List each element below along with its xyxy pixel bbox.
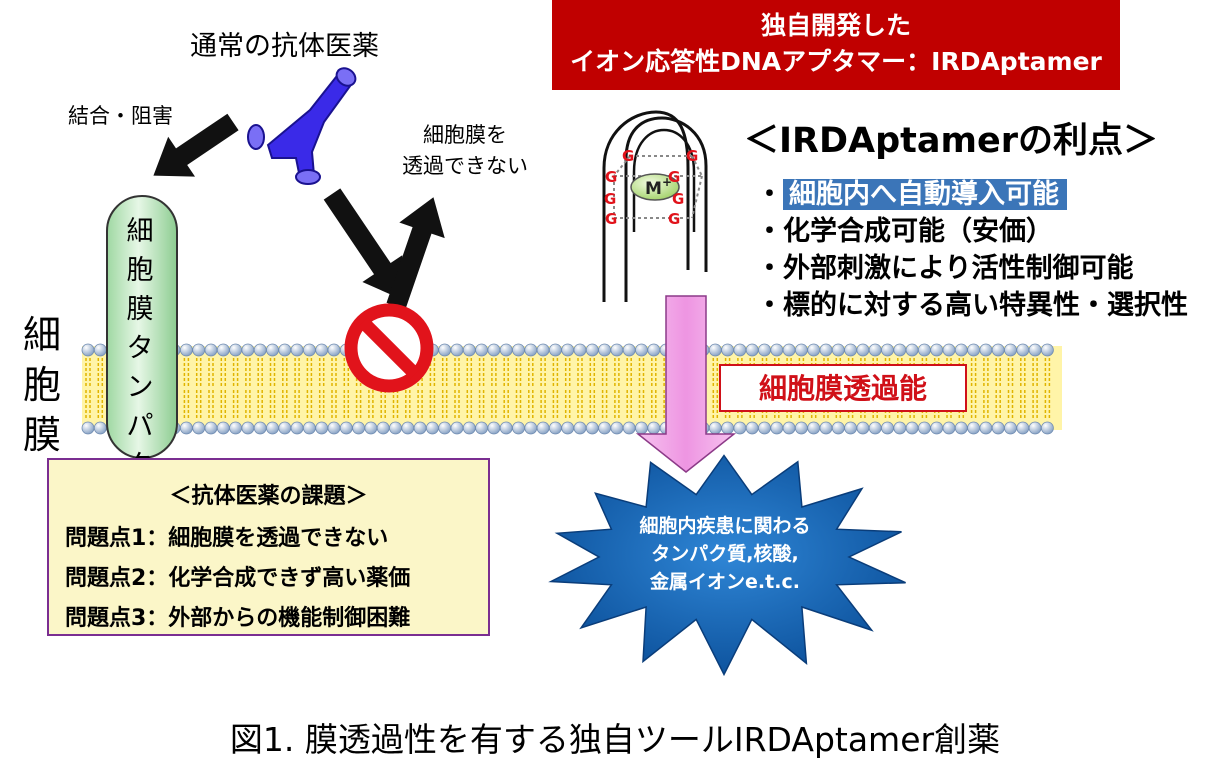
irdaptamer-banner: 独自開発した イオン応答性DNAアプタマー：IRDAptamer bbox=[552, 0, 1120, 90]
list-item: ・化学合成可能（安価） bbox=[756, 213, 1188, 250]
issues-title: ＜抗体医薬の課題＞ bbox=[169, 484, 368, 509]
protein-char: ン bbox=[126, 372, 154, 403]
protein-char: タ bbox=[126, 333, 154, 364]
protein-char: パ bbox=[126, 411, 154, 442]
advantage-text: 化学合成可能（安価） bbox=[783, 216, 1053, 247]
target-starburst bbox=[548, 454, 906, 677]
g-label: G bbox=[668, 210, 680, 228]
g-label: G bbox=[605, 168, 617, 186]
advantage-text: 標的に対する高い特異性・選択性 bbox=[783, 290, 1188, 321]
issue-item: 問題点1：細胞膜を透過できない bbox=[65, 526, 389, 551]
figure-caption: 図1. 膜透過性を有する独自ツールIRDAptamer創薬 bbox=[229, 720, 1001, 759]
arrow-up bbox=[386, 197, 445, 310]
permeation-arrow bbox=[635, 295, 737, 473]
bullet: ・ bbox=[756, 179, 783, 210]
aptamer-structure-icon bbox=[602, 110, 708, 302]
list-item: ・外部刺激により活性制御可能 bbox=[756, 250, 1188, 287]
issue-item: 問題点3：外部からの機能制御困難 bbox=[65, 606, 411, 631]
list-item: ・細胞内へ自動導入可能 bbox=[756, 176, 1188, 213]
protein-char: 膜 bbox=[126, 294, 154, 325]
target-description: 細胞内疾患に関わる タンパク質,核酸, 金属イオンe.t.c. bbox=[590, 512, 860, 596]
advantages-list: ・細胞内へ自動導入可能 ・化学合成可能（安価） ・外部刺激により活性制御可能 ・… bbox=[756, 176, 1188, 324]
membrane-permeability-box: 細胞膜透過能 bbox=[719, 364, 967, 412]
metal-ion-icon bbox=[630, 173, 680, 201]
advantage-text: 外部刺激により活性制御可能 bbox=[783, 253, 1134, 284]
g-label: G bbox=[622, 147, 634, 165]
advantages-title: ＜IRDAptamerの利点＞ bbox=[744, 121, 1158, 161]
arrow-bind bbox=[153, 113, 239, 177]
membrane-char: 膜 bbox=[22, 413, 61, 457]
cannot-pass-line2: 透過できない bbox=[402, 154, 528, 178]
bullet: ・ bbox=[756, 253, 783, 284]
cannot-pass-label: 細胞膜を 透過できない bbox=[380, 120, 550, 182]
target-line2: タンパク質,核酸, bbox=[651, 543, 799, 565]
metal-ion-label: M bbox=[645, 179, 662, 199]
target-line3: 金属イオンe.t.c. bbox=[650, 571, 800, 593]
g-label: G bbox=[605, 210, 617, 228]
guanine-labels: G G G G G G G G bbox=[604, 147, 698, 228]
g-label: G bbox=[668, 168, 680, 186]
target-line1: 細胞内疾患に関わる bbox=[639, 515, 811, 537]
antibody-icon bbox=[247, 67, 357, 185]
antibody-title: 通常の抗体医薬 bbox=[190, 31, 379, 62]
bind-inhibit-label: 結合・阻害 bbox=[68, 104, 173, 128]
g-label: G bbox=[686, 147, 698, 165]
prohibited-icon bbox=[344, 303, 434, 393]
g-label: G bbox=[672, 190, 684, 208]
protein-char: 胞 bbox=[126, 255, 154, 286]
banner-line2: イオン応答性DNAアプタマー：IRDAptamer bbox=[570, 47, 1102, 76]
membrane-char: 細 bbox=[22, 313, 61, 357]
metal-ion-charge: + bbox=[662, 175, 672, 189]
protein-char: 細 bbox=[126, 216, 154, 247]
highlighted-advantage: 細胞内へ自動導入可能 bbox=[783, 179, 1067, 210]
bullet: ・ bbox=[756, 290, 783, 321]
g-label: G bbox=[604, 190, 616, 208]
cell-membrane-label: 細 胞 膜 bbox=[22, 310, 62, 460]
banner-line1: 独自開発した bbox=[760, 11, 911, 40]
arrow-down bbox=[323, 188, 404, 301]
cannot-pass-line1: 細胞膜を bbox=[423, 123, 507, 147]
list-item: ・標的に対する高い特異性・選択性 bbox=[756, 287, 1188, 324]
issue-item: 問題点2：化学合成できず高い薬価 bbox=[65, 566, 411, 591]
membrane-char: 胞 bbox=[22, 363, 61, 407]
antibody-issues-box: ＜抗体医薬の課題＞ 問題点1：細胞膜を透過できない 問題点2：化学合成できず高い… bbox=[47, 458, 490, 636]
bullet: ・ bbox=[756, 216, 783, 247]
